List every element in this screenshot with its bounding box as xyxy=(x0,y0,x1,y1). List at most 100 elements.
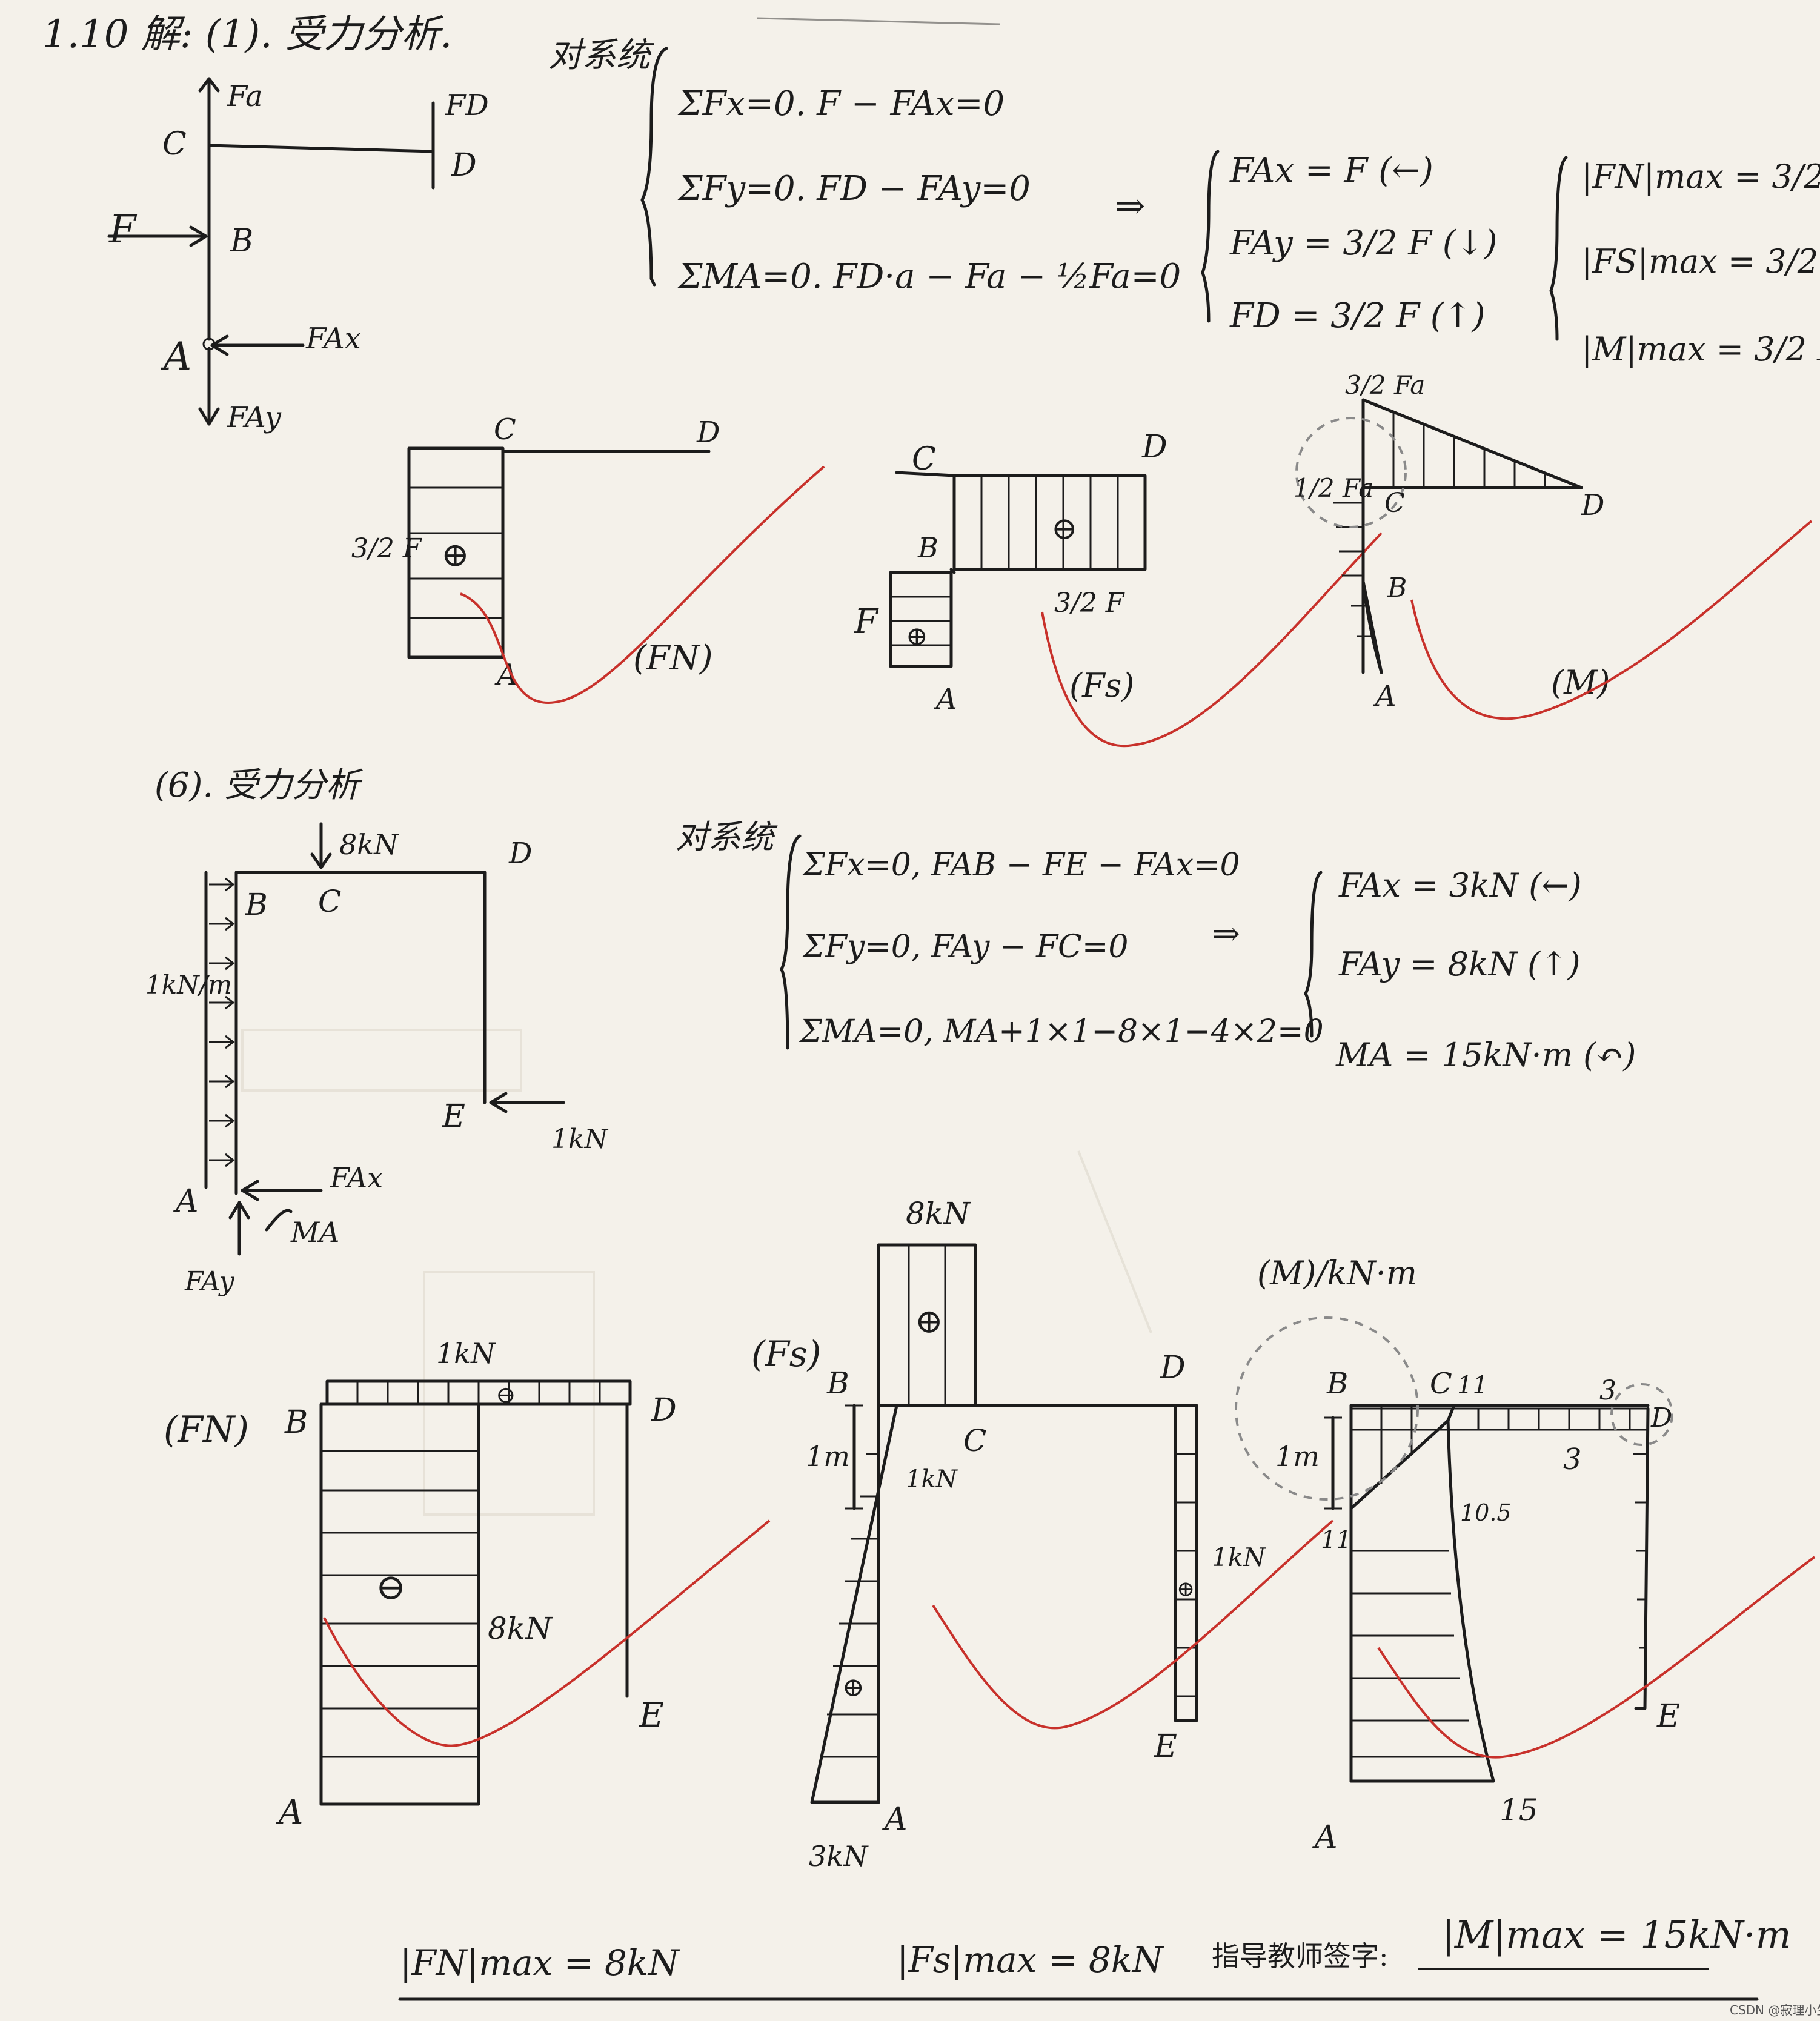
m2-b: B xyxy=(1326,1367,1348,1401)
fs-b: B xyxy=(917,531,938,564)
fn2-sign-top: ⊖ xyxy=(496,1381,516,1409)
m2-105: 10.5 xyxy=(1460,1499,1512,1526)
fs2-sign-right: ⊕ xyxy=(1177,1577,1195,1602)
label-c: C xyxy=(162,126,187,162)
problem1: 1.10 解: (1). 受力分析. Fa FD C D F B A FAx F… xyxy=(42,12,1820,748)
watermark: CSDN @寂理小生 xyxy=(1730,2003,1820,2017)
fbd-d: D xyxy=(508,837,532,871)
fn2-value: 8kN xyxy=(488,1611,553,1646)
m2-c: C xyxy=(1430,1367,1452,1401)
eq-fx: ΣFx=0. F − FAx=0 xyxy=(677,84,1005,124)
m2-11a: 11 xyxy=(1457,1372,1488,1399)
label-fd: FD xyxy=(445,88,489,122)
fbd-fay: FAy xyxy=(184,1266,235,1297)
fn-label: (FN) xyxy=(633,639,713,678)
problem2-m-diagram: (M)/kN·m 1m 11 11 3 3 10.5 15 B C D A E xyxy=(1235,1254,1816,1856)
fbd-a: A xyxy=(173,1183,199,1220)
result2-ma: MA = 15kN·m (↶) xyxy=(1335,1036,1636,1074)
fn-value: 3/2 F xyxy=(351,533,422,564)
m2-dim: 1m xyxy=(1275,1440,1320,1473)
result2-fay: FAy = 8kN (↑) xyxy=(1338,945,1581,983)
fs2-sign-left: ⊕ xyxy=(842,1672,865,1703)
problem1-equations: 对系统 ΣFx=0. F − FAx=0 ΣFy=0. FD − FAy=0 Σ… xyxy=(548,36,1820,368)
label-a: A xyxy=(161,334,191,379)
fbd-b: B xyxy=(245,887,268,922)
m-top: 3/2 Fa xyxy=(1345,370,1425,400)
m2-d: D xyxy=(1650,1402,1672,1433)
footer-m-max: |M|max = 15kN·m xyxy=(1442,1913,1792,1957)
fs2-c: C xyxy=(963,1423,986,1458)
label-fay: FAy xyxy=(227,400,282,434)
problem2-fbd: 8kN D B C 1kN/m E 1kN A FAx MA FAy xyxy=(145,822,609,1297)
fs2-bottom-value: 3kN xyxy=(809,1840,869,1873)
bleed-through xyxy=(241,17,1152,1516)
fn2-e: E xyxy=(639,1696,664,1735)
fs-f: F xyxy=(854,602,879,642)
fs2-sign-top: ⊕ xyxy=(915,1302,943,1341)
fs2-top-value: 8kN xyxy=(906,1196,971,1231)
m-b: B xyxy=(1387,572,1407,603)
fs-a: A xyxy=(934,682,957,716)
m-c: C xyxy=(1384,488,1405,519)
problem1-m-diagram: 3/2 Fa 1/2 Fa C D B A (M) xyxy=(1294,370,1813,720)
result-fay: FAy = 3/2 F (↓) xyxy=(1229,224,1498,263)
m2-15: 15 xyxy=(1500,1793,1538,1828)
system-label: 对系统 xyxy=(548,36,654,75)
fs-sign-top: ⊖ xyxy=(1051,511,1078,547)
fbd-load: 8kN xyxy=(339,828,399,861)
eq2-fx: ΣFx=0, FAB − FE − FAx=0 xyxy=(802,847,1240,883)
max-fn: |FN|max = 3/2 F xyxy=(1581,158,1820,196)
footer: |FN|max = 8kN |Fs|max = 8kN 指导教师签字: |M|m… xyxy=(398,1913,1820,2017)
footer-fs-max: |Fs|max = 8kN xyxy=(897,1939,1164,1980)
fs2-a: A xyxy=(882,1801,908,1837)
fbd-e: E xyxy=(442,1098,465,1135)
m-d: D xyxy=(1581,488,1604,522)
m2-3a: 3 xyxy=(1599,1375,1616,1406)
m2-label: (M)/kN·m xyxy=(1257,1254,1417,1292)
max-m: |M|max = 3/2 Fa xyxy=(1581,330,1820,368)
m2-e: E xyxy=(1656,1698,1680,1734)
implies-arrow: ⇒ xyxy=(1115,185,1145,227)
max-fs: |FS|max = 3/2 F xyxy=(1581,242,1820,280)
fs2-small: 1kN xyxy=(906,1465,958,1493)
fn2-top-value: 1kN xyxy=(436,1337,496,1370)
fn-sign: ⊕ xyxy=(441,536,470,575)
fn2-b: B xyxy=(284,1404,308,1441)
fn-c: C xyxy=(494,413,516,446)
problem1-fbd: Fa FD C D F B A FAx FAy xyxy=(107,77,489,434)
fs2-e: E xyxy=(1154,1728,1177,1765)
label-fax: FAx xyxy=(305,322,361,356)
fn2-sign: ⊖ xyxy=(376,1566,406,1608)
footer-signature-label: 指导教师签字: xyxy=(1212,1940,1389,1973)
fs-c: C xyxy=(912,441,936,477)
problem2-fn-diagram: 1kN ⊖ ⊖ 8kN (FN) B D A E xyxy=(164,1337,771,1832)
eq2-ma: ΣMA=0, MA+1×1−8×1−4×2=0 xyxy=(799,1014,1324,1050)
label-f: F xyxy=(108,207,138,252)
implies-arrow-2: ⇒ xyxy=(1212,914,1240,954)
fs2-label: (Fs) xyxy=(751,1333,821,1375)
fn2-label: (FN) xyxy=(164,1409,249,1451)
label-d: D xyxy=(451,147,477,184)
m-a: A xyxy=(1373,679,1397,713)
system-label-2: 对系统 xyxy=(676,818,778,856)
m-mid: 1/2 Fa xyxy=(1294,473,1373,503)
eq2-fy: ΣFy=0, FAy − FC=0 xyxy=(802,929,1128,965)
eq-fy: ΣFy=0. FD − FAy=0 xyxy=(677,169,1031,208)
fs-value: 3/2 F xyxy=(1054,588,1125,619)
fbd-ma: MA xyxy=(290,1216,339,1249)
fn2-a: A xyxy=(276,1793,303,1832)
problem1-heading: 1.10 解: (1). 受力分析. xyxy=(42,12,452,57)
result-fd: FD = 3/2 F (↑) xyxy=(1229,296,1485,336)
m2-a: A xyxy=(1312,1819,1338,1856)
eq-ma: ΣMA=0. FD·a − Fa − ½Fa=0 xyxy=(677,257,1181,296)
fbd-q: 1kN/m xyxy=(145,970,232,1000)
result2-fax: FAx = 3kN (←) xyxy=(1338,866,1582,904)
fs-label: (Fs) xyxy=(1069,666,1134,705)
fs2-d: D xyxy=(1160,1350,1186,1386)
problem2-heading: (6). 受力分析 xyxy=(154,766,364,805)
fbd-e-force: 1kN xyxy=(551,1124,609,1155)
label-fa: Fa xyxy=(227,79,263,113)
fs2-dim: 1m xyxy=(806,1440,850,1473)
problem2: (6). 受力分析 8 xyxy=(145,766,1816,1873)
